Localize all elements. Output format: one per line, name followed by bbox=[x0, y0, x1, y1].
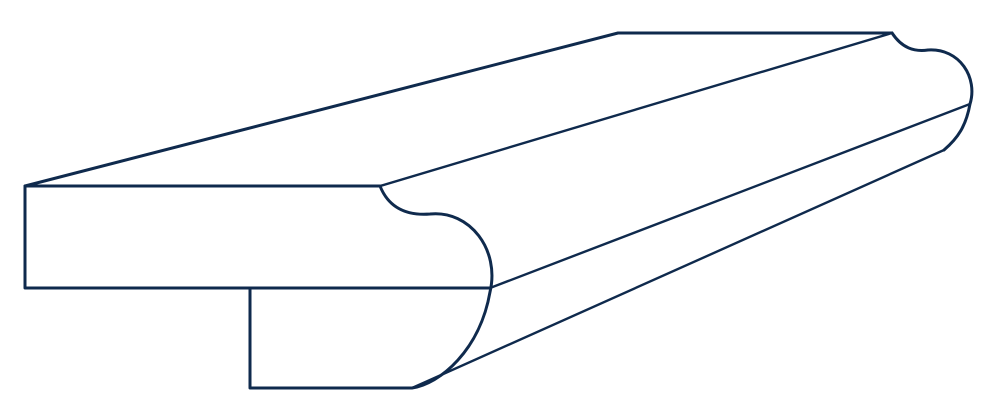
back-end-profile bbox=[890, 31, 974, 152]
front-end-profile bbox=[23, 184, 494, 390]
long-edge-top bbox=[378, 31, 894, 188]
long-edge-bullnose-lower bbox=[410, 148, 946, 390]
top-face-outline bbox=[23, 31, 894, 188]
long-edge-bullnose-upper bbox=[488, 102, 972, 290]
